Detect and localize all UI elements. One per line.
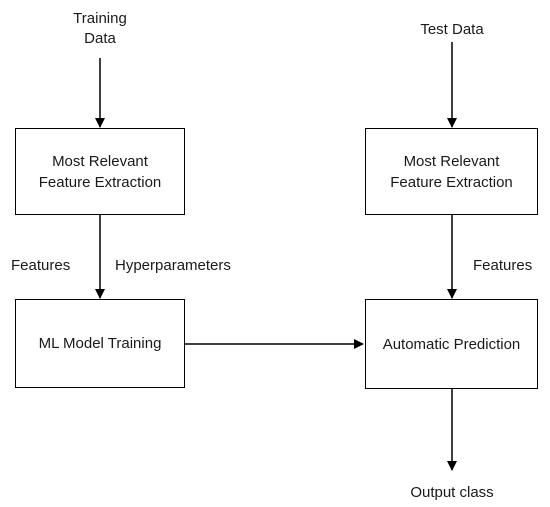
hyperparameters-label: Hyperparameters [115,257,231,274]
test-data-label: Test Data [420,21,484,38]
training-data-label: Training Data [73,10,127,47]
output-class-label: Output class [410,484,494,501]
automatic-prediction-text: Automatic Prediction [382,335,521,353]
automatic-prediction-box: Automatic Prediction [365,299,538,389]
right-features-label: Features [473,257,533,274]
left-feature-extraction-text: Most Relevant Feature Extraction [38,152,162,191]
right-feature-extraction-text: Most Relevant Feature Extraction [390,152,513,191]
left-features-label: Features [11,257,71,274]
ml-model-training-box: ML Model Training [15,299,185,388]
left-feature-extraction-box: Most Relevant Feature Extraction [15,128,185,215]
ml-model-training-text: ML Model Training [38,335,162,352]
right-feature-extraction-box: Most Relevant Feature Extraction [365,128,538,215]
